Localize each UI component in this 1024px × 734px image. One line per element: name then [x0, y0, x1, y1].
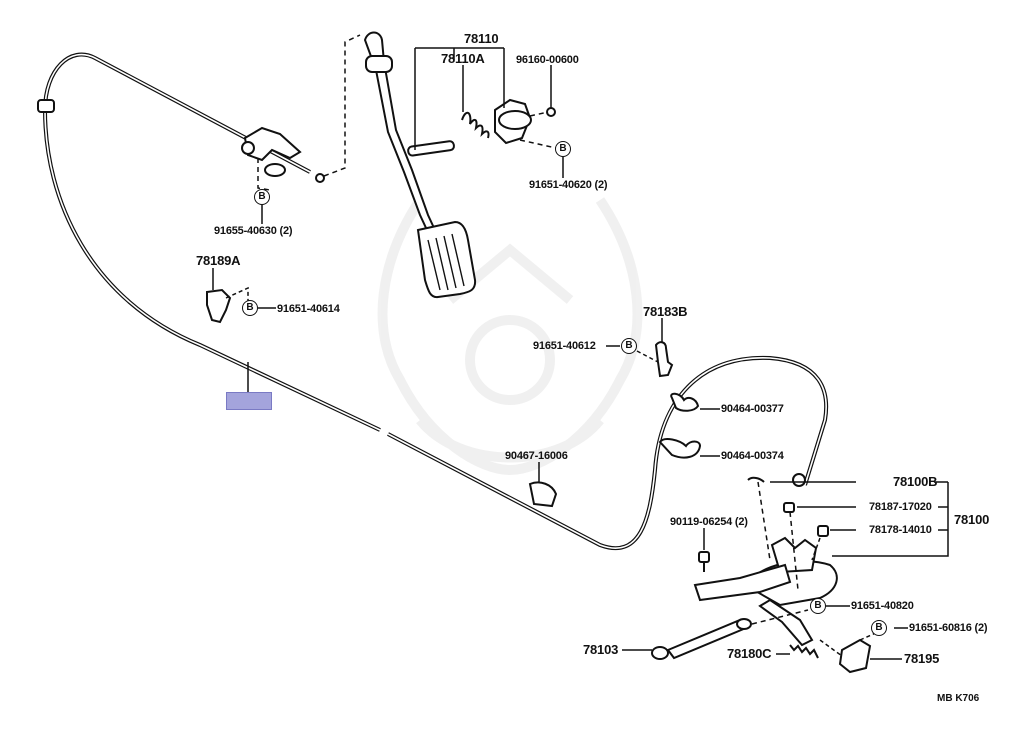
highlighted-part-marker[interactable]: [226, 392, 272, 410]
clip-78183B[interactable]: [654, 341, 674, 378]
part-label-78189A[interactable]: 78189A: [196, 253, 241, 268]
pedal-pivot-shaft: [407, 140, 455, 157]
part-label-78178-14010[interactable]: 78178-14010: [869, 524, 932, 536]
part-label-90464-00377[interactable]: 90464-00377: [721, 403, 784, 415]
bolt-90119-06254: [698, 551, 710, 572]
clamp-90464-00377[interactable]: [670, 392, 700, 412]
part-label-90119-06254[interactable]: 90119-06254 (2): [670, 516, 748, 528]
bolt-symbol: B: [254, 189, 270, 205]
part-label-78100[interactable]: 78100: [954, 512, 990, 527]
clip-78189A[interactable]: [206, 288, 232, 324]
part-label-78180C[interactable]: 78180C: [727, 646, 772, 661]
bolt-symbol: B: [555, 141, 571, 157]
pedal-bracket: [494, 98, 556, 145]
accelerator-cable[interactable]: [42, 52, 829, 551]
bolt-symbol: B: [810, 598, 826, 614]
bolt-symbol: B: [242, 300, 258, 316]
drawing-code: MB K706: [937, 693, 980, 704]
cable-grommet: [37, 99, 55, 113]
part-label-91651-40620[interactable]: 91651-40620 (2): [529, 179, 608, 191]
part-label-78110A[interactable]: 78110A: [441, 51, 485, 66]
spring-78180C[interactable]: [789, 644, 819, 659]
bolt-symbol: B: [621, 338, 637, 354]
part-label-90467-16006[interactable]: 90467-16006: [505, 450, 568, 462]
bracket-78195[interactable]: [838, 638, 872, 674]
part-label-90464-00374[interactable]: 90464-00374: [721, 450, 784, 462]
part-label-78195[interactable]: 78195: [904, 651, 940, 666]
part-label-91651-60816[interactable]: 91651-60816 (2): [909, 622, 988, 634]
part-label-91655-40630[interactable]: 91655-40630 (2): [214, 225, 293, 237]
part-label-91651-40612[interactable]: 91651-40612: [533, 340, 596, 352]
part-label-78100B[interactable]: 78100B: [893, 474, 938, 489]
part-label-96160-00600[interactable]: 96160-00600: [516, 54, 579, 66]
part-label-91651-40614[interactable]: 91651-40614: [277, 303, 340, 315]
part-label-78103[interactable]: 78103: [583, 642, 619, 657]
bolt-symbol: B: [871, 620, 887, 636]
part-label-78187-17020[interactable]: 78187-17020: [869, 501, 932, 513]
accelerator-pedal[interactable]: [363, 31, 477, 299]
cable-bracket-upper: [241, 126, 325, 183]
link-rod-78103[interactable]: [651, 618, 752, 660]
clamp-90464-00374[interactable]: [658, 438, 702, 459]
part-label-78110[interactable]: 78110: [464, 31, 499, 46]
clamp-90467-16006[interactable]: [528, 481, 558, 508]
pedal-spring: [461, 111, 490, 139]
throttle-link-assembly[interactable]: [693, 473, 838, 647]
part-label-91651-40820[interactable]: 91651-40820: [851, 600, 914, 612]
part-label-78183B[interactable]: 78183B: [643, 304, 688, 319]
